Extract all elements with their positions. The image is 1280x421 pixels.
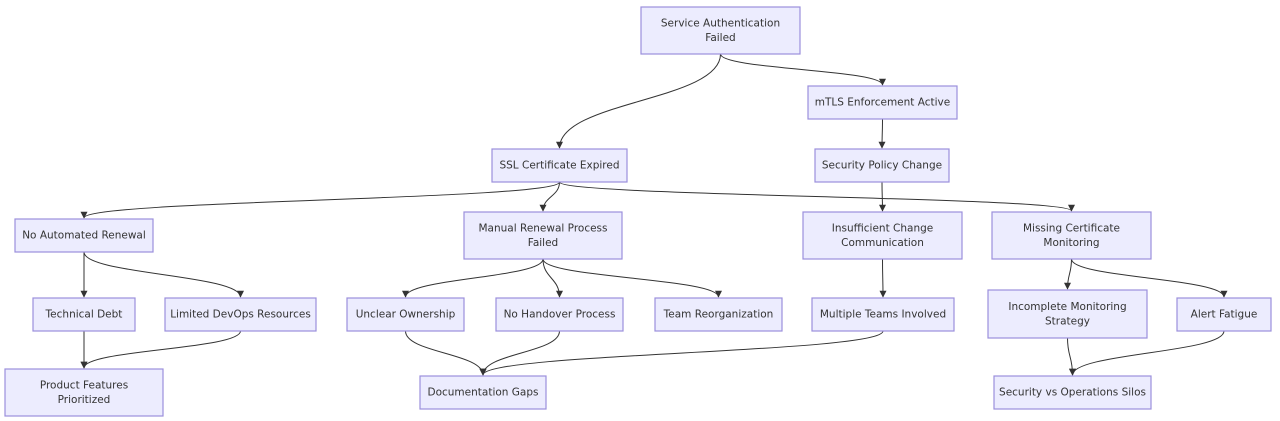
node-label: No Automated Renewal xyxy=(22,230,146,242)
node-box xyxy=(654,297,783,332)
node-box xyxy=(993,375,1152,410)
node-label: Failed xyxy=(528,237,558,249)
node-label: Security vs Operations Silos xyxy=(999,387,1146,399)
node-box xyxy=(32,297,136,332)
node-label: Prioritized xyxy=(58,394,111,406)
node-box xyxy=(991,211,1152,260)
edge-multiple_teams-to-doc_gaps xyxy=(479,330,884,376)
edge-policy_change-to-insufficient_comm xyxy=(878,181,886,212)
node-box xyxy=(346,297,465,332)
node-box xyxy=(495,297,624,332)
node-label: Unclear Ownership xyxy=(356,309,456,321)
node-label: Failed xyxy=(705,32,735,44)
node-no-auto-renewal: No Automated Renewal xyxy=(14,218,154,253)
node-box xyxy=(419,375,547,410)
edge-manual_renewal-to-no_handover xyxy=(542,258,563,298)
node-tech-debt: Technical Debt xyxy=(32,297,136,332)
node-box xyxy=(4,368,164,417)
node-box xyxy=(640,6,801,55)
node-unclear-ownership: Unclear Ownership xyxy=(346,297,465,332)
edge-missing_monitoring-to-alert_fatigue xyxy=(1071,258,1228,298)
node-label: Documentation Gaps xyxy=(428,387,539,399)
node-silos: Security vs Operations Silos xyxy=(993,375,1152,410)
node-no-handover: No Handover Process xyxy=(495,297,624,332)
node-label: Manual Renewal Process xyxy=(479,222,608,234)
edge-auth_failed-to-mtls xyxy=(720,53,886,86)
edge-no_auto_renewal-to-limited_devops xyxy=(83,251,244,298)
node-alert-fatigue: Alert Fatigue xyxy=(1176,297,1272,332)
node-label: Team Reorganization xyxy=(663,309,774,321)
edge-no_handover-to-doc_gaps xyxy=(479,330,560,376)
node-ssl-expired: SSL Certificate Expired xyxy=(491,148,628,183)
edge-manual_renewal-to-unclear_ownership xyxy=(402,258,544,298)
node-label: Limited DevOps Resources xyxy=(170,309,311,321)
node-box xyxy=(807,85,958,120)
node-policy-change: Security Policy Change xyxy=(814,148,950,183)
node-box xyxy=(802,211,963,260)
node-label: Alert Fatigue xyxy=(1191,309,1258,321)
node-label: No Handover Process xyxy=(504,309,616,321)
node-label: Monitoring xyxy=(1043,237,1099,249)
node-label: Communication xyxy=(841,237,924,249)
edge-incomplete_monitoring-to-silos xyxy=(1067,337,1076,376)
node-box xyxy=(14,218,154,253)
node-box xyxy=(1176,297,1272,332)
edge-ssl_expired-to-missing_monitoring xyxy=(559,181,1075,212)
node-label: Technical Debt xyxy=(45,309,123,321)
edge-mtls-to-policy_change xyxy=(878,118,886,149)
node-doc-gaps: Documentation Gaps xyxy=(419,375,547,410)
node-label: Strategy xyxy=(1045,315,1090,327)
edge-limited_devops-to-product_features xyxy=(80,330,241,369)
node-box xyxy=(814,148,950,183)
edge-insufficient_comm-to-multiple_teams xyxy=(879,258,887,298)
edges-layer xyxy=(80,53,1228,376)
node-label: Product Features xyxy=(40,379,128,391)
node-team-reorg: Team Reorganization xyxy=(654,297,783,332)
node-mtls: mTLS Enforcement Active xyxy=(807,85,958,120)
node-label: mTLS Enforcement Active xyxy=(815,97,951,109)
edge-auth_failed-to-ssl_expired xyxy=(556,53,721,149)
edge-ssl_expired-to-no_auto_renewal xyxy=(80,181,560,219)
node-multiple-teams: Multiple Teams Involved xyxy=(811,297,955,332)
edge-ssl_expired-to-manual_renewal xyxy=(539,181,560,212)
node-label: SSL Certificate Expired xyxy=(499,160,619,172)
node-limited-devops: Limited DevOps Resources xyxy=(164,297,317,332)
edge-alert_fatigue-to-silos xyxy=(1069,330,1225,376)
node-label: Missing Certificate xyxy=(1023,222,1120,234)
node-label: Insufficient Change xyxy=(832,222,934,234)
edge-missing_monitoring-to-incomplete_monitoring xyxy=(1064,258,1072,290)
node-label: Security Policy Change xyxy=(822,160,942,172)
edge-manual_renewal-to-team_reorg xyxy=(542,258,722,298)
node-label: Service Authentication xyxy=(661,17,780,29)
node-box xyxy=(164,297,317,332)
node-box xyxy=(811,297,955,332)
node-box xyxy=(491,148,628,183)
node-box xyxy=(987,289,1148,339)
node-box xyxy=(463,211,623,260)
edge-unclear_ownership-to-doc_gaps xyxy=(405,330,487,376)
node-label: Incomplete Monitoring xyxy=(1008,301,1126,313)
node-label: Multiple Teams Involved xyxy=(820,309,946,321)
